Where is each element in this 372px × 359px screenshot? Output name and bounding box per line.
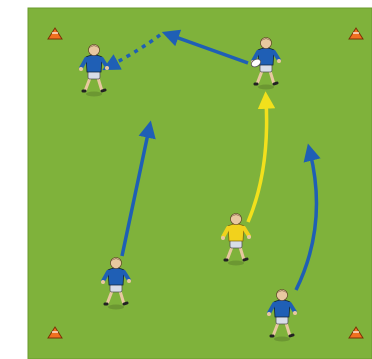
run-arrow-left bbox=[120, 120, 156, 257]
run-arrow-yellow bbox=[246, 91, 276, 223]
pass-arrow bbox=[102, 29, 249, 71]
run-arrow-right bbox=[294, 143, 321, 291]
rugby-ball-icon bbox=[250, 58, 262, 68]
pitch bbox=[27, 7, 372, 359]
player-top-right bbox=[249, 35, 283, 92]
